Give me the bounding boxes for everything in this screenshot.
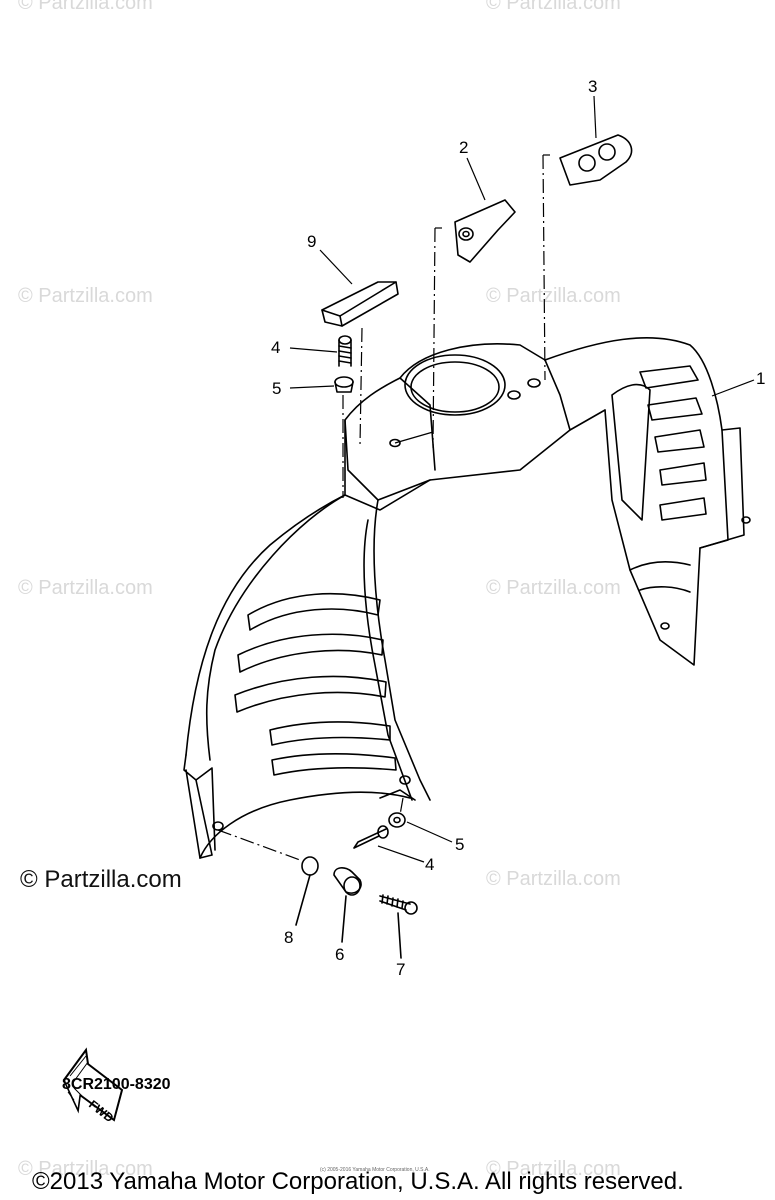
watermark-text: © Partzilla.com [486, 577, 621, 599]
callout-2: 2 [459, 138, 469, 157]
bolt [379, 894, 418, 915]
alignment-ticks [394, 154, 550, 444]
callout-1: 1 [756, 369, 766, 388]
watermark-text: © Partzilla.com [486, 285, 621, 307]
screw-upper [338, 335, 352, 367]
copyright-notice: ©2013 Yamaha Motor Corporation, U.S.A. A… [32, 1168, 684, 1195]
fine-print: (c) 2005-2016 Yamaha Motor Corporation, … [320, 1167, 430, 1173]
watermark-text: © Partzilla.com [18, 0, 153, 14]
watermark-text: © Partzilla.com [486, 868, 621, 890]
leg-shield-panel [183, 337, 751, 859]
callout-5-lower: 5 [455, 835, 465, 854]
callout-6: 6 [335, 945, 345, 964]
callout-5-upper: 5 [272, 379, 282, 398]
grommet [333, 867, 362, 896]
alignment-lines [217, 154, 546, 861]
screw-lower [353, 825, 389, 849]
callout-7: 7 [396, 960, 406, 979]
watermark-text: © Partzilla.com [18, 577, 153, 599]
watermark-text: © Partzilla.com [18, 1158, 153, 1180]
washer [301, 856, 319, 876]
leader-lines [289, 95, 755, 863]
callout-8: 8 [284, 928, 294, 947]
callout-4-lower: 4 [425, 855, 435, 874]
watermark-text: © Partzilla.com [486, 0, 621, 14]
watermark-text: © Partzilla.com [18, 285, 153, 307]
callout-3: 3 [588, 77, 598, 96]
nut-lower [388, 812, 406, 828]
diagram-code: 8CR2100-8320 [62, 1076, 171, 1093]
console-bracket [454, 199, 516, 263]
grommet-upper [334, 376, 354, 393]
watermark-text: © Partzilla.com [486, 1158, 621, 1180]
callout-4-upper: 4 [271, 338, 281, 357]
partzilla-watermark: © Partzilla.com [20, 866, 182, 893]
rubber-strip [321, 281, 399, 327]
callout-9: 9 [307, 232, 317, 251]
cover-plate [559, 134, 633, 186]
